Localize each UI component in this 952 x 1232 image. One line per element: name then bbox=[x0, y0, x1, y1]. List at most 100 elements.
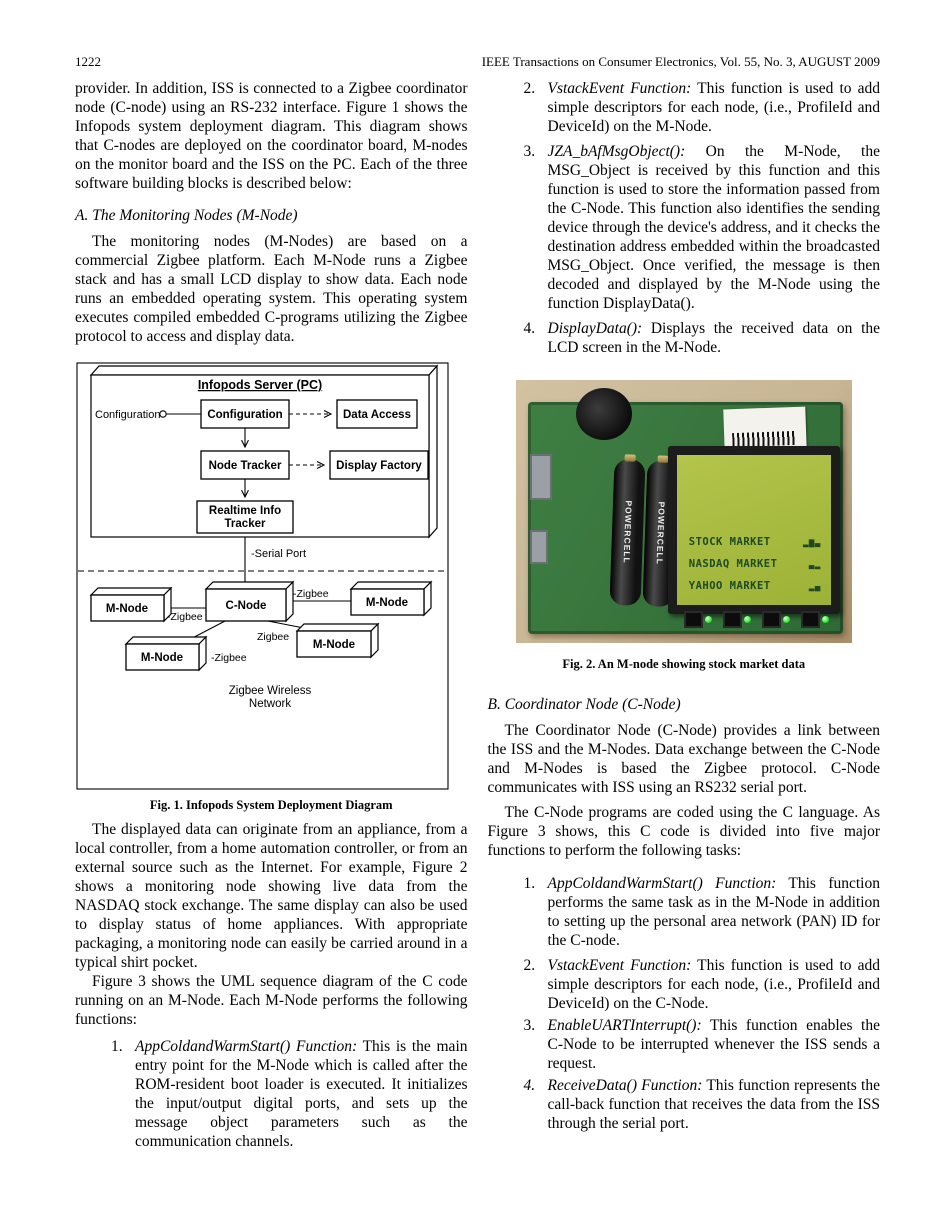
list-number: 4. bbox=[523, 1077, 536, 1095]
list-item: 2. VstackEvent Function: This function i… bbox=[488, 80, 881, 137]
zigbee-label-left: -Zigbee bbox=[167, 611, 203, 623]
mini-bar-chart-icon: ▂▆▃ bbox=[802, 537, 821, 548]
figure-1: Infopods Server (PC) Configuration Confi… bbox=[75, 361, 468, 814]
list-text: EnableUARTInterrupt(): This function ena… bbox=[547, 1017, 881, 1073]
list-text: JZA_bAfMsgObject(): On the M-Node, the M… bbox=[547, 142, 881, 312]
list-text: AppColdandWarmStart() Function: This fun… bbox=[547, 875, 881, 950]
list-number: 2. bbox=[523, 80, 536, 97]
tact-switch bbox=[685, 612, 701, 626]
list-text: VstackEvent Function: This function is u… bbox=[547, 957, 881, 1013]
figure-border bbox=[76, 362, 449, 790]
tact-switch bbox=[724, 612, 740, 626]
led-indicator bbox=[704, 615, 712, 623]
svg-text:M-Node: M-Node bbox=[313, 639, 355, 651]
realtime-info-tracker-box bbox=[196, 500, 294, 534]
lcd-line: STOCK MARKET ▂▆▃ bbox=[688, 535, 821, 548]
c-node-box bbox=[205, 588, 287, 622]
server-box-right-face bbox=[428, 364, 438, 539]
svg-text:M-Node: M-Node bbox=[366, 597, 408, 609]
svg-text:Realtime Info: Realtime Info bbox=[209, 505, 281, 517]
buzzer-component bbox=[575, 387, 632, 440]
m-node-box-bottom-center bbox=[296, 630, 372, 658]
zigbee-label-lower: -Zigbee bbox=[211, 652, 247, 664]
list-number: 1. bbox=[523, 875, 536, 893]
paragraph: The displayed data can originate from an… bbox=[75, 821, 468, 972]
network-label-line1: Zigbee Wireless bbox=[229, 685, 312, 697]
mini-bar-chart-icon: ▂▄ bbox=[808, 581, 821, 592]
svg-text:Data Access: Data Access bbox=[343, 409, 411, 421]
svg-text:C-Node: C-Node bbox=[226, 600, 267, 612]
mini-bar-chart-icon: ▃▂ bbox=[808, 559, 821, 570]
list-number: 4. bbox=[523, 319, 536, 337]
barcode-icon bbox=[731, 430, 797, 447]
list-number: 3. bbox=[523, 1017, 536, 1035]
lcd-display: STOCK MARKET ▂▆▃ NASDAQ MARKET ▃▂ YAHOO … bbox=[667, 445, 840, 614]
figure-2-caption: Fig. 2. An M-node showing stock market d… bbox=[562, 656, 806, 671]
paragraph: The Coordinator Node (C-Node) provides a… bbox=[487, 722, 881, 797]
figure-1-caption: Fig. 1. Infopods System Deployment Diagr… bbox=[149, 797, 393, 812]
connector-component bbox=[529, 453, 552, 500]
pcb-board: POWERCELL POWERCELL STOCK MARKET ▂▆▃ bbox=[527, 387, 843, 634]
journal-title: IEEE Transactions on Consumer Electronic… bbox=[481, 54, 880, 69]
zigbee-label-right: -Zigbee bbox=[293, 588, 329, 600]
lcd-line: NASDAQ MARKET ▃▂ bbox=[688, 557, 821, 570]
list-number: 3. bbox=[523, 142, 536, 160]
list-text: AppColdandWarmStart() Function: This is … bbox=[135, 1038, 468, 1151]
svg-text:Configuration: Configuration bbox=[207, 409, 282, 421]
list-item: 3. JZA_bAfMsgObject(): On the M-Node, th… bbox=[488, 143, 881, 314]
led-indicator bbox=[782, 615, 790, 623]
list-text: VstackEvent Function: This function is u… bbox=[547, 80, 881, 135]
battery: POWERCELL bbox=[609, 458, 646, 606]
m-node-function-list-part1: 1. AppColdandWarmStart() Function: This … bbox=[75, 1038, 468, 1152]
list-item: 4. ReceiveData() Function: This function… bbox=[488, 1077, 881, 1134]
svg-text:Tracker: Tracker bbox=[225, 518, 266, 530]
led-indicator bbox=[821, 615, 829, 623]
serial-port-label: -Serial Port bbox=[251, 548, 306, 560]
display-factory-box bbox=[329, 450, 429, 480]
tact-switch bbox=[763, 612, 779, 626]
page-number: 1222 bbox=[75, 54, 101, 69]
section-b-heading: B. Coordinator Node (C-Node) bbox=[487, 696, 681, 714]
lcd-line: YAHOO MARKET ▂▄ bbox=[688, 579, 821, 592]
list-text: ReceiveData() Function: This function re… bbox=[547, 1077, 881, 1133]
m-node-box-bottom-left bbox=[125, 643, 200, 671]
paragraph: The C-Node programs are coded using the … bbox=[487, 804, 881, 860]
button-row bbox=[685, 612, 829, 626]
svg-text:M-Node: M-Node bbox=[106, 603, 148, 615]
right-column: 2. VstackEvent Function: This function i… bbox=[488, 80, 881, 1158]
list-text: DisplayData(): Displays the received dat… bbox=[547, 319, 881, 356]
m-node-function-list-part2: 2. VstackEvent Function: This function i… bbox=[488, 80, 881, 358]
server-title: Infopods Server (PC) bbox=[198, 378, 322, 392]
svg-text:Node Tracker: Node Tracker bbox=[209, 460, 282, 472]
svg-text:M-Node: M-Node bbox=[141, 652, 183, 664]
figure-2: POWERCELL POWERCELL STOCK MARKET ▂▆▃ bbox=[488, 379, 881, 673]
list-item: 3. EnableUARTInterrupt(): This function … bbox=[488, 1017, 881, 1074]
m-node-box-left bbox=[90, 594, 165, 622]
m-node-photo: POWERCELL POWERCELL STOCK MARKET ▂▆▃ bbox=[515, 379, 852, 643]
list-item: 1. AppColdandWarmStart() Function: This … bbox=[75, 1038, 468, 1152]
connector-component bbox=[529, 529, 548, 564]
list-item: 4. DisplayData(): Displays the received … bbox=[488, 320, 881, 358]
left-column: provider. In addition, ISS is connected … bbox=[75, 80, 468, 1158]
list-number: 2. bbox=[523, 957, 536, 975]
c-node-function-list: 1. AppColdandWarmStart() Function: This … bbox=[488, 875, 881, 1134]
interface-lollipop-icon bbox=[159, 410, 167, 418]
page-header: 1222 IEEE Transactions on Consumer Elect… bbox=[75, 54, 880, 70]
paragraph: Figure 3 shows the UML sequence diagram … bbox=[75, 973, 468, 1029]
deployment-diagram: Infopods Server (PC) Configuration Confi… bbox=[76, 362, 449, 790]
paragraph: provider. In addition, ISS is connected … bbox=[75, 80, 468, 192]
led-indicator bbox=[743, 615, 751, 623]
tact-switch bbox=[802, 612, 818, 626]
list-number: 1. bbox=[111, 1038, 123, 1056]
server-box-top-face bbox=[89, 365, 439, 376]
paragraph: The monitoring nodes (M-Nodes) are based… bbox=[75, 232, 468, 345]
svg-text:Display Factory: Display Factory bbox=[336, 460, 422, 472]
m-node-box-right bbox=[350, 588, 425, 616]
lcd-screen: STOCK MARKET ▂▆▃ NASDAQ MARKET ▃▂ YAHOO … bbox=[676, 454, 831, 605]
section-a-heading: A. The Monitoring Nodes (M-Node) bbox=[75, 206, 298, 224]
data-access-box bbox=[336, 399, 418, 429]
list-item: 1. AppColdandWarmStart() Function: This … bbox=[488, 875, 881, 951]
zigbee-label-center: Zigbee bbox=[257, 631, 289, 643]
network-label-line2: Network bbox=[249, 698, 291, 710]
